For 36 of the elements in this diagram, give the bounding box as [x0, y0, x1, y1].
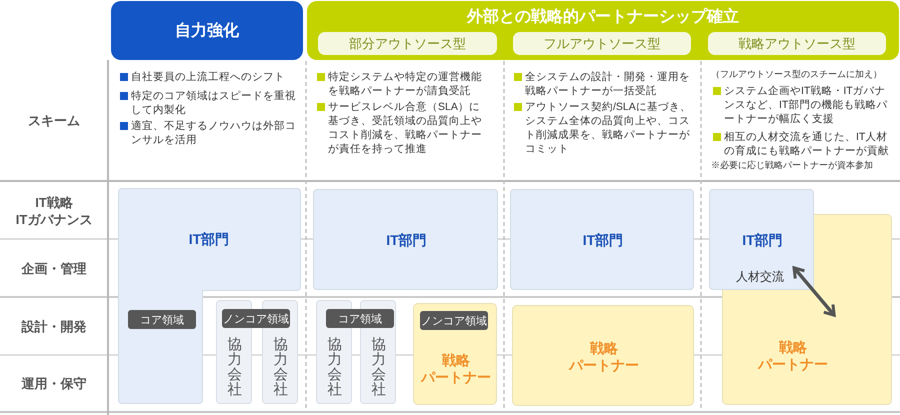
footnote: ※必要に応じ戦略パートナーが資本参加	[711, 159, 873, 171]
domain-tag: ノンコア領域	[222, 309, 290, 328]
department-label: IT部門	[188, 231, 230, 249]
subheader-box: 戦略アウトソース型	[708, 32, 886, 55]
bullet-text: アウトソース契約/SLAに基づき、システム全体の品質向上や、コスト削減成果を、戦略パートナーがコミット	[525, 100, 692, 156]
bullet-text: システム企画やIT戦略・ITガバナンスなど、IT部門の機能も戦略パートナーが幅広く支援	[724, 84, 888, 126]
bullet-text: 全システムの設計・開発・運用を戦略パートナーが一括受託	[525, 70, 691, 98]
row-label: スキーム	[28, 112, 80, 130]
bullet-text: 相互の人材交流を通じた、IT人材の育成にも戦略パートナーが貢献	[724, 130, 890, 158]
department-box: IT部門	[510, 189, 694, 290]
subheader-box: フルアウトソース型	[513, 32, 691, 55]
bullet-text: サービスレベル合意（SLA）に基づき、受託領域の品質向上やコスト削減を、戦略パートナーが責任を持って推進	[328, 100, 483, 156]
domain-tag: ノンコア領域	[420, 311, 488, 330]
bullet-text: 特定のコア領域はスピードを重視して内製化	[131, 89, 297, 117]
domain-tag: コア領域	[128, 310, 196, 329]
partner-label: 戦略パートナー	[421, 352, 491, 386]
note-text: （フルアウトソース型のスチームに加え）	[711, 68, 882, 80]
row-label: IT戦略	[35, 194, 73, 212]
row-label: 運用・保守	[22, 375, 86, 393]
edge-label: 人材交流	[736, 268, 784, 286]
double-arrow	[792, 266, 836, 317]
subheader-box: 部分アウトソース型	[318, 32, 497, 55]
bullet-text: 適宜、不足するノウハウは外部コンサルを活用	[131, 119, 297, 147]
row-label: 企画・管理	[22, 260, 86, 278]
partner-box: 戦略パートナー	[512, 305, 694, 406]
department-box	[118, 188, 301, 404]
department-box: IT部門	[313, 189, 498, 290]
partner-box	[413, 303, 497, 405]
bullet-text: 特定システムや特定の運営機能を戦略パートナーが請負受託	[328, 70, 483, 98]
header-band	[307, 1, 899, 60]
column-header: 自力強化	[111, 1, 303, 60]
band-title: 外部との戦略的パートナーシップ確立	[467, 6, 739, 28]
row-label: 設計・開発	[22, 318, 86, 336]
domain-tag: コア領域	[326, 309, 394, 328]
bullet-text: 自社要員の上流工程へのシフト	[131, 70, 286, 84]
row-label: ITガバナンス	[16, 211, 92, 229]
